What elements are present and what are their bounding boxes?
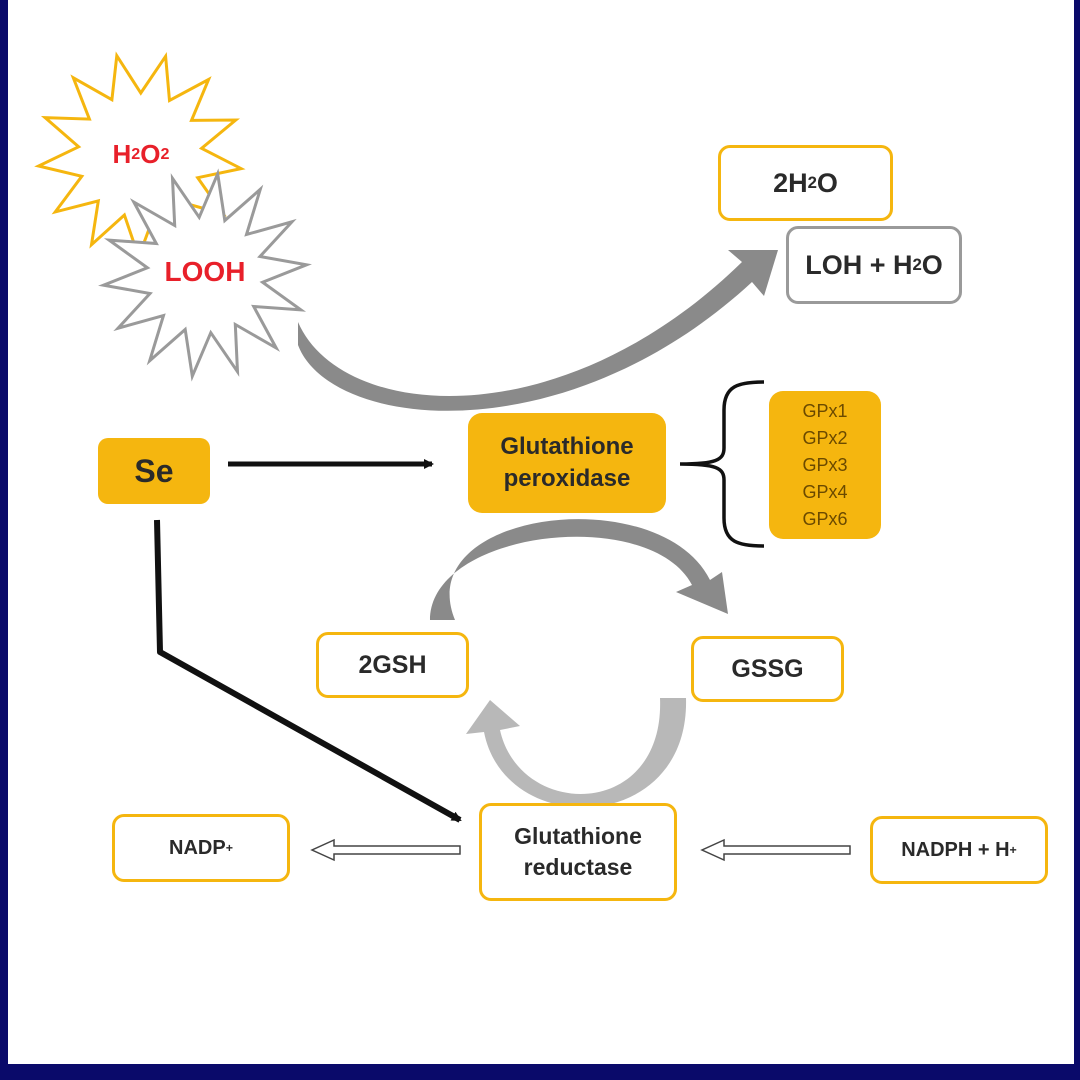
glutathione-reductase-box: Glutathione reductase [479,803,677,901]
gr-to-nadp-arrow [310,838,461,862]
looh-label: LOOH [164,256,246,287]
isoform-gpx6: GPx6 [802,508,848,529]
gr-label-line1: Glutathione [514,823,642,849]
nadph-to-gr-arrow [700,838,851,862]
se-to-gr-arrow [154,519,462,823]
gpx-isoforms-box: GPx1 GPx2 GPx3 GPx4 GPx6 [769,391,881,539]
selenium-box: Se [98,438,210,504]
isoform-gpx2: GPx2 [802,427,848,448]
gpx-label-line1: Glutathione [500,433,634,460]
peroxide-reduction-arrow [298,250,778,411]
gpx-label-line2: peroxidase [503,465,631,492]
gssg-box: GSSG [691,636,844,702]
gssg-to-gsh-arrow [466,698,687,808]
frame-left-border [0,0,8,1080]
looh-starburst-icon [98,168,312,382]
isoform-brace [679,380,765,548]
nadph-box: NADPH + H+ [870,816,1048,884]
isoform-gpx4: GPx4 [802,481,848,502]
frame-bottom-border [0,1064,1080,1080]
isoform-gpx3: GPx3 [802,454,848,475]
isoform-gpx1: GPx1 [802,400,848,421]
gr-label-line2: reductase [523,854,633,880]
gsh-to-gssg-arrow [430,519,728,620]
frame-right-border [1074,0,1080,1080]
glutathione-peroxidase-box: Glutathione peroxidase [468,413,666,513]
nadp-box: NADP+ [112,814,290,882]
gsh-box: 2GSH [316,632,469,698]
